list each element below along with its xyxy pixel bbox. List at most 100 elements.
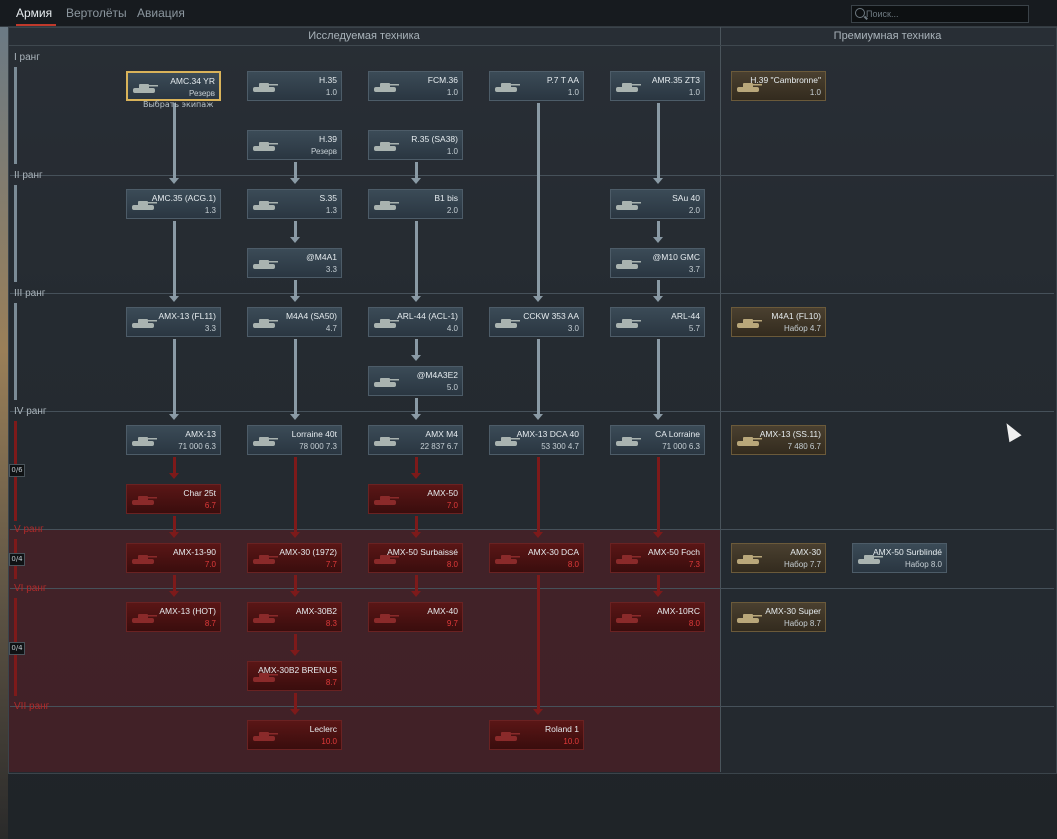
vehicle-name: AMX-30B2 BRENUS xyxy=(258,665,337,675)
vehicle-card[interactable]: ARL-44 (ACL-1)4.0 xyxy=(368,307,463,337)
tree-arrow xyxy=(169,516,179,538)
vehicle-name: AMX-30 Super xyxy=(765,606,821,616)
vehicle-battle-rating: 3.0 xyxy=(567,324,579,333)
header-researched: Исследуемая техника xyxy=(308,30,420,42)
tank-icon xyxy=(737,437,762,446)
tree-arrow xyxy=(533,575,543,715)
vehicle-battle-rating: 1.0 xyxy=(809,88,821,97)
tank-icon xyxy=(616,437,641,446)
vehicle-name: @M4A3E2 xyxy=(416,370,458,380)
tab-aviation[interactable]: Авиация xyxy=(137,6,185,20)
vehicle-card[interactable]: R.35 (SA38)1.0 xyxy=(368,130,463,160)
vehicle-card[interactable]: M4A1 (FL10)Набор 4.7 xyxy=(731,307,826,337)
vehicle-battle-rating: 9.7 xyxy=(446,619,458,628)
tree-arrow xyxy=(411,457,421,479)
tree-arrow xyxy=(290,221,300,243)
tree-arrow xyxy=(653,103,663,184)
vehicle-card[interactable]: M4A4 (SA50)4.7 xyxy=(247,307,342,337)
vehicle-battle-rating: 4.0 xyxy=(446,324,458,333)
select-crew-hint[interactable]: Выбрать экипаж xyxy=(143,100,214,109)
vehicle-name: H.39 "Cambronne" xyxy=(750,75,821,85)
tab-helicopters[interactable]: Вертолёты xyxy=(66,6,127,20)
search-input[interactable] xyxy=(866,6,1024,22)
vehicle-battle-rating: 53 300 4.7 xyxy=(541,442,579,451)
vehicle-battle-rating: 7.0 xyxy=(204,560,216,569)
rank-progress-counter: 0/4 xyxy=(9,553,25,566)
tank-icon xyxy=(253,437,278,446)
vehicle-name: AMX-40 xyxy=(427,606,458,616)
vehicle-card[interactable]: AMX-13 (SS.11)7 480 6.7 xyxy=(731,425,826,455)
vehicle-card[interactable]: AMX-13 (HOT)8.7 xyxy=(126,602,221,632)
vehicle-battle-rating: 8.3 xyxy=(325,619,337,628)
vehicle-card[interactable]: AMX-40 9.7 xyxy=(368,602,463,632)
vehicle-battle-rating: 8.7 xyxy=(204,619,216,628)
tree-arrow xyxy=(169,103,179,184)
vehicle-name: AMX-30 (1972) xyxy=(279,547,337,557)
vehicle-card[interactable]: AMC.35 (ACG.1)1.3 xyxy=(126,189,221,219)
tree-arrow xyxy=(169,575,179,597)
tree-arrow xyxy=(411,516,421,538)
tree-arrow xyxy=(411,162,421,184)
vehicle-name: AMX-50 xyxy=(427,488,458,498)
tree-arrow xyxy=(290,162,300,184)
rank-label-6: VI ранг xyxy=(14,583,47,594)
vehicle-battle-rating: 10.0 xyxy=(563,737,579,746)
vehicle-name: AMX-50 Surbaissé xyxy=(387,547,458,557)
tank-icon xyxy=(495,83,520,92)
vehicle-card[interactable]: AMX-30 (1972)7.7 xyxy=(247,543,342,573)
research-tree-panel xyxy=(8,27,1057,774)
vehicle-battle-rating: 78 000 7.3 xyxy=(299,442,337,451)
vehicle-name: FCM.36 xyxy=(427,75,458,85)
vehicle-battle-rating: Резерв xyxy=(189,89,215,98)
tank-icon xyxy=(253,83,278,92)
tank-icon xyxy=(616,319,641,328)
tab-army[interactable]: Армия xyxy=(16,0,56,26)
search-box[interactable] xyxy=(851,5,1029,23)
vehicle-battle-rating: 1.0 xyxy=(688,88,700,97)
vehicle-battle-rating: 6.7 xyxy=(204,501,216,510)
vehicle-card[interactable]: AMX-13 (FL11)3.3 xyxy=(126,307,221,337)
rank-label-4: IV ранг xyxy=(14,406,47,417)
rank-divider xyxy=(10,706,1054,707)
vehicle-battle-rating: 7 480 6.7 xyxy=(787,442,821,451)
vehicle-card[interactable]: H.39 "Cambronne" 1.0 xyxy=(731,71,826,101)
tank-icon xyxy=(495,319,520,328)
tank-icon xyxy=(737,614,762,623)
tank-icon xyxy=(858,555,883,564)
vehicle-battle-rating: 71 000 6.3 xyxy=(662,442,700,451)
search-icon xyxy=(855,8,865,18)
